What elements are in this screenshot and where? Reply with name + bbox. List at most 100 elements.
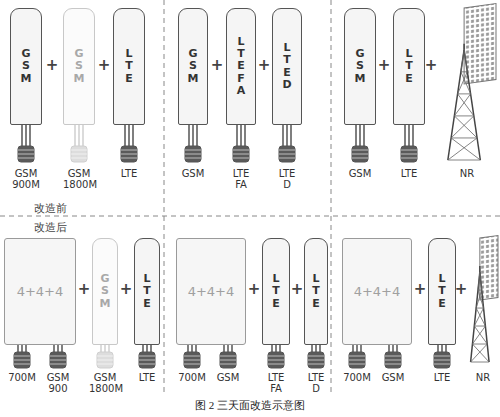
tower-brace — [454, 115, 473, 116]
band-caption: LTE D — [304, 372, 328, 394]
band-caption: LTE D — [275, 168, 299, 190]
tower-leg — [448, 50, 464, 160]
band-label: GSM — [21, 48, 32, 84]
tower-brace — [476, 308, 485, 326]
band-caption: 700M — [343, 372, 371, 383]
feeder-cable — [363, 125, 365, 147]
connector-knurl — [220, 360, 236, 361]
connector-knurl — [185, 150, 201, 151]
tower-brace — [476, 290, 482, 308]
multiband-antenna: 4+4+4 — [342, 238, 412, 345]
connector-knurl — [268, 356, 284, 357]
connector-knurl — [308, 360, 324, 361]
antenna-connector — [401, 146, 417, 162]
tower-brace — [458, 72, 468, 94]
feeder-cable — [29, 125, 31, 147]
tower-brace — [474, 326, 487, 344]
antenna-connector — [352, 146, 368, 162]
band-caption: GSM — [382, 372, 405, 383]
tower-brace — [476, 308, 483, 309]
feeder-cable — [188, 125, 190, 147]
connector-knurl — [71, 150, 87, 151]
plus-sign: + — [455, 282, 468, 297]
connector-knurl — [268, 364, 284, 365]
connector-knurl — [308, 364, 324, 365]
feeder-cable — [359, 125, 361, 147]
connector-knurl — [349, 356, 365, 357]
tower-brace — [478, 290, 482, 291]
antenna-box: LTE — [304, 238, 328, 345]
column-divider — [331, 0, 332, 395]
connector-knurl — [220, 356, 236, 357]
band-caption: LTE FA — [229, 168, 253, 190]
antenna-connector — [308, 352, 324, 368]
tower-mast — [463, 44, 465, 50]
feeder-cable — [236, 125, 238, 147]
tower-brace — [458, 93, 471, 94]
connector-knurl — [121, 154, 137, 155]
tower-brace — [472, 344, 489, 362]
band-caption: GSM — [182, 168, 205, 179]
plus-sign: + — [414, 282, 427, 297]
antenna-box: GSM — [178, 8, 208, 125]
band-label: GSM — [355, 48, 366, 84]
plus-sign: + — [248, 282, 261, 297]
feeder-cable — [128, 125, 130, 147]
connector-knurl — [185, 158, 201, 159]
band-label: LTE — [271, 273, 282, 309]
connector-knurl — [352, 158, 368, 159]
connector-knurl — [352, 154, 368, 155]
tower-brace — [471, 362, 489, 363]
antenna-connector — [50, 352, 66, 368]
band-caption: GSM — [349, 168, 372, 179]
row-divider — [0, 216, 500, 217]
antenna-box: LTE — [428, 238, 456, 345]
tower-brace — [478, 272, 480, 290]
feeder-cable — [244, 125, 246, 147]
tower-brace — [451, 137, 477, 138]
tower-brace — [454, 94, 470, 116]
connector-knurl — [14, 364, 30, 365]
band-label: 4+4+4 — [17, 284, 64, 299]
connector-knurl — [352, 150, 368, 151]
band-caption: GSM 1800M — [89, 372, 121, 394]
connector-knurl — [50, 356, 66, 357]
band-caption: GSM 900 — [46, 372, 70, 394]
connector-knurl — [349, 360, 365, 361]
feeder-cable — [21, 125, 23, 147]
tower-leg — [480, 272, 489, 362]
connector-knurl — [121, 150, 137, 151]
antenna-connector — [220, 352, 236, 368]
connector-knurl — [434, 356, 450, 357]
feeder-cable — [74, 125, 76, 147]
plus-sign: + — [120, 282, 133, 297]
feeder-cable — [286, 125, 288, 147]
feeder-cable — [408, 125, 410, 147]
tower-brace — [464, 50, 467, 72]
connector-knurl — [308, 356, 324, 357]
connector-knurl — [139, 360, 155, 361]
feeder-cable — [192, 125, 194, 147]
antenna-box: GSM — [63, 8, 95, 125]
antenna-connector — [139, 352, 155, 368]
band-label: 4+4+4 — [188, 284, 235, 299]
tower-brace — [458, 94, 474, 116]
band-label: 4+4+4 — [354, 284, 401, 299]
connector-knurl — [139, 356, 155, 357]
tower-brace — [454, 116, 477, 138]
band-label: LTE — [142, 273, 153, 309]
figure-caption: 图 2 三天面改造示意图 — [0, 399, 500, 412]
connector-knurl — [279, 154, 295, 155]
plus-sign: + — [291, 282, 304, 297]
feeder-cable — [196, 125, 198, 147]
antenna-box: LTE FA — [226, 8, 256, 125]
nr-panel — [480, 235, 498, 300]
antenna-connector — [385, 352, 401, 368]
plus-sign: + — [211, 58, 224, 73]
connector-knurl — [97, 364, 113, 365]
band-label: GSM — [100, 273, 111, 309]
feeder-cable — [132, 125, 134, 147]
antenna-box: LTE — [262, 238, 290, 345]
feeder-cable — [404, 125, 406, 147]
antenna-box: LTE — [113, 8, 145, 125]
